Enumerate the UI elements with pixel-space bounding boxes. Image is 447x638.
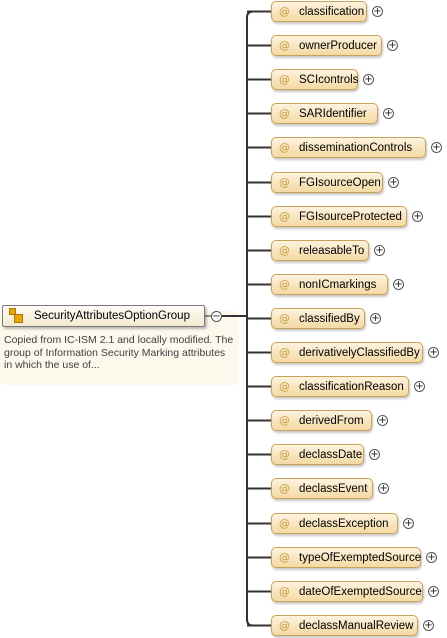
expand-toggle-button[interactable]: +	[388, 177, 399, 188]
attribute-node-releasableTo[interactable]: @ releasableTo	[271, 240, 369, 261]
attribute-node-nonICmarkings[interactable]: @ nonICmarkings	[271, 274, 388, 295]
attribute-name: releasableTo	[299, 244, 365, 257]
attribute-node-derivativelyClassifiedBy[interactable]: @ derivativelyClassifiedBy	[271, 342, 423, 363]
expand-toggle-button[interactable]: +	[431, 142, 442, 153]
attribute-node-dateOfExemptedSource[interactable]: @ dateOfExemptedSource	[271, 581, 423, 602]
attribute-name: declassEvent	[299, 482, 368, 495]
attribute-name: nonICmarkings	[299, 278, 377, 291]
attribute-name: classificationReason	[299, 380, 404, 393]
expand-toggle-button[interactable]: +	[387, 40, 398, 51]
attribute-name: SCIcontrols	[299, 73, 359, 86]
attribute-icon: @	[279, 414, 290, 427]
attribute-node-classification[interactable]: @ classification	[271, 1, 367, 22]
attribute-icon: @	[279, 448, 290, 461]
attribute-name: dateOfExemptedSource	[299, 585, 422, 598]
expand-toggle-button[interactable]: +	[428, 586, 439, 597]
attribute-name: FGIsourceProtected	[299, 210, 402, 223]
expand-toggle-button[interactable]: +	[372, 6, 383, 17]
attribute-icon: @	[279, 380, 290, 393]
attribute-name: classification	[299, 5, 365, 18]
attribute-node-FGIsourceProtected[interactable]: @ FGIsourceProtected	[271, 206, 407, 227]
attribute-icon: @	[279, 39, 290, 52]
attribute-name: ownerProducer	[299, 39, 377, 52]
trunk-line	[246, 10, 271, 627]
attribute-name: declassException	[299, 517, 389, 530]
attribute-node-classificationReason[interactable]: @ classificationReason	[271, 376, 409, 397]
attribute-node-disseminationControls[interactable]: @ disseminationControls	[271, 137, 426, 158]
root-documentation-text: Copied from IC-ISM 2.1 and locally modif…	[4, 334, 234, 371]
attribute-icon: @	[279, 619, 290, 632]
collapse-toggle-button[interactable]: −	[211, 311, 222, 322]
expand-toggle-button[interactable]: +	[423, 620, 434, 631]
attribute-icon: @	[279, 210, 290, 223]
attribute-icon: @	[279, 517, 290, 530]
expand-toggle-button[interactable]: +	[377, 415, 388, 426]
attribute-node-classifiedBy[interactable]: @ classifiedBy	[271, 308, 365, 329]
attribute-group-node[interactable]: SecurityAttributesOptionGroup	[2, 305, 205, 327]
expand-toggle-button[interactable]: +	[369, 449, 380, 460]
attribute-icon: @	[279, 141, 290, 154]
attribute-node-declassDate[interactable]: @ declassDate	[271, 444, 364, 465]
attribute-node-derivedFrom[interactable]: @ derivedFrom	[271, 410, 372, 431]
attribute-name: typeOfExemptedSource	[299, 551, 422, 564]
expand-toggle-button[interactable]: +	[378, 483, 389, 494]
attribute-node-declassManualReview[interactable]: @ declassManualReview	[271, 615, 418, 636]
attribute-name: FGIsourceOpen	[299, 176, 381, 189]
expand-toggle-button[interactable]: +	[428, 347, 439, 358]
attribute-node-SARIdentifier[interactable]: @ SARIdentifier	[271, 103, 378, 124]
attribute-node-declassException[interactable]: @ declassException	[271, 513, 398, 534]
attribute-icon: @	[279, 244, 290, 257]
attribute-icon: @	[279, 176, 290, 189]
attribute-name: declassDate	[299, 448, 363, 461]
attribute-icon: @	[279, 312, 290, 325]
attribute-icon: @	[279, 278, 290, 291]
expand-toggle-button[interactable]: +	[412, 211, 423, 222]
attribute-icon: @	[279, 585, 290, 598]
attribute-name: SARIdentifier	[299, 107, 367, 120]
attribute-name: disseminationControls	[299, 141, 413, 154]
attribute-icon: @	[279, 551, 290, 564]
expand-toggle-button[interactable]: +	[374, 245, 385, 256]
attribute-icon: @	[279, 73, 290, 86]
expand-toggle-button[interactable]: +	[414, 381, 425, 392]
expand-toggle-button[interactable]: +	[383, 108, 394, 119]
expand-toggle-button[interactable]: +	[363, 74, 374, 85]
attribute-node-declassEvent[interactable]: @ declassEvent	[271, 478, 373, 499]
attribute-node-SCIcontrols[interactable]: @ SCIcontrols	[271, 69, 358, 90]
attribute-icon: @	[279, 107, 290, 120]
attribute-name: derivativelyClassifiedBy	[299, 346, 420, 359]
expand-toggle-button[interactable]: +	[370, 313, 381, 324]
expand-toggle-button[interactable]: +	[393, 279, 404, 290]
expand-toggle-button[interactable]: +	[403, 518, 414, 529]
attribute-node-typeOfExemptedSource[interactable]: @ typeOfExemptedSource	[271, 547, 421, 568]
attribute-node-ownerProducer[interactable]: @ ownerProducer	[271, 35, 382, 56]
attribute-group-icon	[9, 308, 25, 324]
attribute-name: classifiedBy	[299, 312, 360, 325]
attribute-name: derivedFrom	[299, 414, 364, 427]
attribute-icon: @	[279, 482, 290, 495]
attribute-icon: @	[279, 346, 290, 359]
expand-toggle-button[interactable]: +	[426, 552, 437, 563]
attribute-node-FGIsourceOpen[interactable]: @ FGIsourceOpen	[271, 172, 383, 193]
attribute-icon: @	[279, 5, 290, 18]
attribute-group-name: SecurityAttributesOptionGroup	[34, 310, 190, 322]
attribute-name: declassManualReview	[299, 619, 414, 632]
